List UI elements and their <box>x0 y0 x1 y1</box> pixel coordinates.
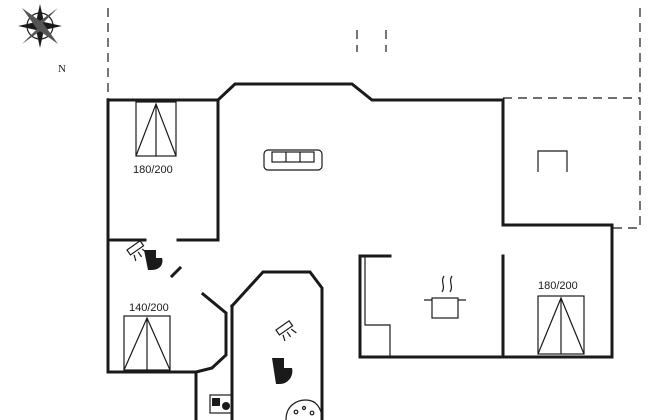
toilet-icon <box>144 250 163 270</box>
bed-size-label-bedroom-3: 180/200 <box>538 280 578 292</box>
bed-size-label-bedroom-1: 180/200 <box>133 164 173 176</box>
bed-size-label-bedroom-2: 140/200 <box>129 302 169 314</box>
bed-bedroom-1 <box>135 101 177 157</box>
shower-icon <box>275 319 297 342</box>
washing-machine-icon <box>209 394 233 414</box>
spa-bath-icon <box>285 399 323 420</box>
cooking-pot-icon <box>424 275 466 319</box>
bed-bedroom-3 <box>537 295 585 355</box>
bed-bedroom-2 <box>123 315 171 371</box>
toilet-icon <box>272 358 293 384</box>
terrace-outline <box>107 8 641 372</box>
compass-rose-icon <box>18 4 62 48</box>
fireplace-marker <box>537 150 568 172</box>
sofa-icon <box>263 149 323 171</box>
walls <box>106 82 614 420</box>
compass-north-label: N <box>58 63 66 75</box>
